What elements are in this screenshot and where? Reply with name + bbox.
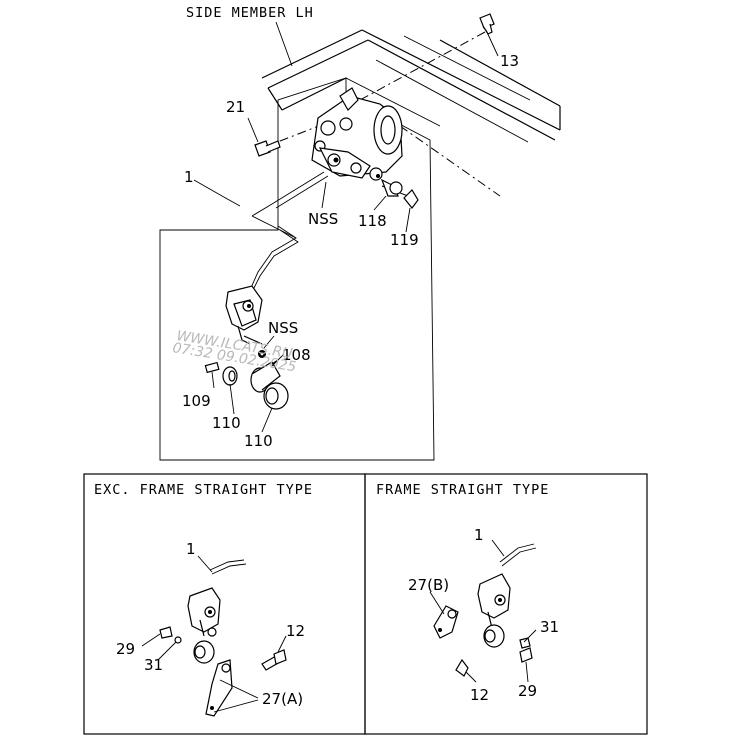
panel-left-switch [159, 559, 287, 717]
control-cable [249, 203, 299, 293]
panel-right-callout-29: 29 [518, 682, 537, 700]
callout-110-bushing: 110 [244, 432, 273, 450]
exhaust-brake-actuator [271, 87, 403, 209]
panel-left-callout-27a: 27(A) [262, 690, 303, 708]
callout-21: 21 [226, 98, 245, 116]
panel-right-callout-27b: 27(B) [408, 576, 449, 594]
pin-109 [204, 361, 220, 374]
panel-left-callout-29: 29 [116, 640, 135, 658]
bolt-21 [254, 140, 281, 157]
panel-right-title: FRAME STRAIGHT TYPE [376, 482, 549, 498]
panel-right-callout-31: 31 [540, 618, 559, 636]
panel-left-callout-1: 1 [186, 540, 196, 558]
bolt-13 [479, 13, 495, 35]
callout-1: 1 [184, 168, 194, 186]
bolt-118 [380, 178, 403, 197]
bushing-110 [263, 382, 289, 410]
panel-right-callout-12: 12 [470, 686, 489, 704]
spring-108 [250, 359, 281, 393]
callout-108: 108 [282, 346, 311, 364]
callout-109: 109 [182, 392, 211, 410]
panel-left-title: EXC. FRAME STRAIGHT TYPE [94, 482, 313, 498]
callout-nss-lower: NSS [268, 319, 298, 337]
side-member-label: SIDE MEMBER LH [186, 5, 314, 21]
panel-left-leaders [141, 555, 287, 713]
callout-13: 13 [500, 52, 519, 70]
callout-nss-upper: NSS [308, 210, 338, 228]
callout-110-washer: 110 [212, 414, 241, 432]
panel-right-callout-1: 1 [474, 526, 484, 544]
callout-119: 119 [390, 231, 419, 249]
washer-110 [222, 366, 238, 386]
panel-right-switch [433, 543, 537, 677]
panel-left-callout-31: 31 [144, 656, 163, 674]
brake-switch-main [225, 285, 266, 358]
side-member-frame [261, 29, 561, 143]
panel-right-leaders [429, 539, 537, 683]
cap-119 [403, 189, 419, 209]
panel-left-callout-12: 12 [286, 622, 305, 640]
leaders-main [193, 29, 499, 433]
side-member-leader [275, 21, 293, 67]
panel-right-frame [364, 473, 648, 735]
callout-118: 118 [358, 212, 387, 230]
